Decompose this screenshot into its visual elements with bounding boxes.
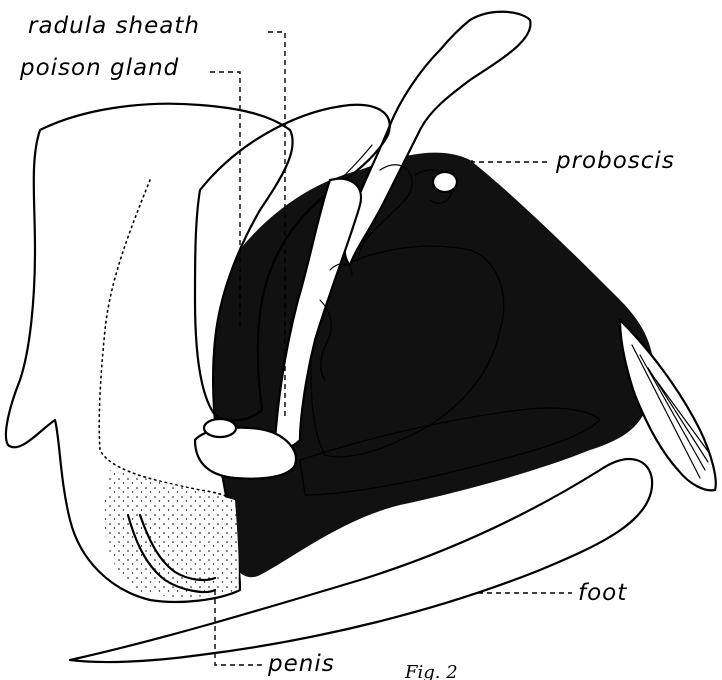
label-proboscis: proboscis bbox=[555, 148, 675, 174]
label-poison-gland: poison gland bbox=[19, 55, 179, 81]
figure-caption: Fig. 2 bbox=[404, 662, 458, 680]
label-foot: foot bbox=[578, 580, 627, 606]
leader-penis bbox=[215, 590, 262, 665]
label-radula-sheath: radula sheath bbox=[28, 13, 200, 39]
body-mass-drawing bbox=[200, 153, 654, 578]
leader-proboscis bbox=[472, 160, 550, 162]
label-penis: penis bbox=[267, 651, 335, 677]
